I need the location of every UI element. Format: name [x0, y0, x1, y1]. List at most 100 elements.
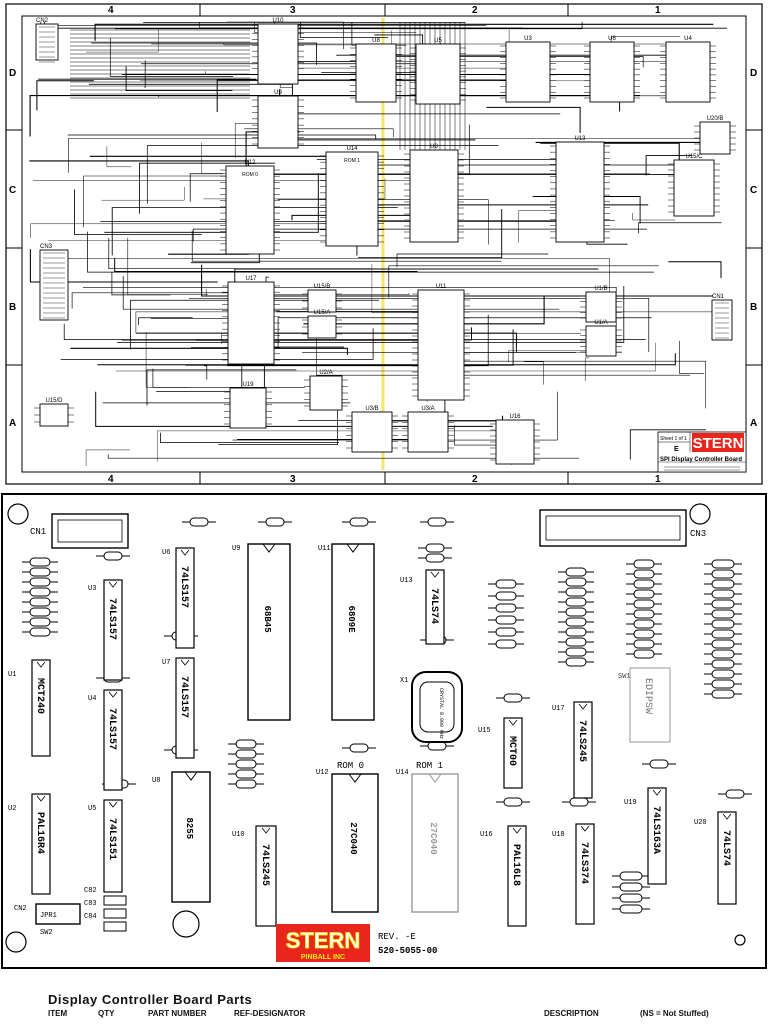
- board-chip-ref: U8: [152, 777, 160, 785]
- board-chip-ref: U16: [480, 831, 493, 839]
- row-label-left: B: [9, 302, 16, 313]
- board-chip-part: 74LS245: [576, 720, 587, 762]
- schematic-trace: [115, 342, 656, 372]
- schematic-trace: [226, 21, 344, 49]
- col-label-bottom: 2: [472, 474, 478, 485]
- schematic-chip-ref: U15/C: [685, 154, 703, 160]
- schematic-trace: [227, 314, 489, 367]
- schematic-trace: [146, 145, 499, 204]
- board-chip-ref: U7: [162, 659, 170, 667]
- board-capacitor: [558, 657, 594, 667]
- schematic-trace: [277, 317, 652, 347]
- schematic-trace: [303, 295, 545, 325]
- row-label-left: A: [9, 418, 16, 429]
- schematic-trace: [117, 286, 625, 343]
- board-chip-part: PAL16R4: [34, 812, 45, 854]
- c83-label: C83: [84, 900, 97, 908]
- rom0-label: ROM 0: [337, 761, 364, 771]
- mount-hole: [689, 503, 711, 525]
- schematic-trace: [125, 66, 233, 92]
- schematic-chip-ref: U15/D: [45, 398, 63, 404]
- schematic-trace: [205, 289, 324, 297]
- col-part-number: PART NUMBER: [148, 1009, 207, 1018]
- board-chip-part: 74LS163A: [650, 806, 661, 854]
- schematic-chip-ref: U17: [245, 276, 257, 282]
- col-qty: QTY: [98, 1009, 115, 1018]
- schematic-trace: [201, 264, 713, 297]
- board-capacitor: [488, 639, 524, 649]
- stern-logo-text: STERN: [286, 928, 361, 953]
- board-capacitor: [718, 789, 752, 799]
- schematic-trace: [299, 22, 389, 38]
- schematic-trace: [645, 155, 693, 176]
- schematic-trace: [201, 142, 650, 174]
- board-chip-ref: U12: [316, 769, 329, 777]
- schematic-trace: [135, 311, 722, 334]
- schematic-chip: U3/A: [402, 406, 454, 453]
- board-capacitor: [704, 639, 742, 649]
- schematic-trace: [67, 134, 377, 139]
- board-chip-part: 74LS157: [106, 708, 117, 750]
- schematic-trace: [291, 214, 449, 221]
- schematic-trace: [42, 258, 610, 300]
- board-capacitor: [704, 589, 742, 599]
- schematic-chip: U17: [222, 276, 280, 365]
- schematic-chip-ref: U3/A: [421, 406, 434, 412]
- col-label-top: 3: [290, 5, 296, 16]
- board-chips: U1MCT240U2PAL16R4U374LS157U474LS157U574L…: [8, 543, 737, 927]
- board-capacitor: [342, 517, 376, 527]
- board-chip-part: 68B45: [262, 606, 272, 633]
- schematic-chip: U6: [584, 36, 640, 103]
- schematic-chip: U19: [224, 382, 272, 429]
- board-capacitor: [558, 567, 594, 577]
- board-chip-ref: U19: [624, 799, 637, 807]
- schematic-connector-ref: CN2: [36, 18, 49, 24]
- schematic-chip-ref: U6: [608, 36, 616, 42]
- board-chip-ref: U4: [88, 695, 96, 703]
- schematic-trace: [632, 212, 676, 221]
- schematic-chip: U15/C: [668, 154, 720, 217]
- board-capacitor: [22, 617, 58, 627]
- board-capacitor: [558, 577, 594, 587]
- board-capacitor: [558, 627, 594, 637]
- schematic-trace: [191, 230, 502, 262]
- schematic-trace: [68, 138, 717, 173]
- board-capacitor: [626, 599, 662, 609]
- board-capacitor: [612, 882, 650, 892]
- schematic-trace: [109, 37, 234, 77]
- board-chip-ref: U6: [162, 549, 170, 557]
- schematic-chip-ref: U3/B: [365, 406, 378, 412]
- schematic-chip-ref: U19: [242, 382, 254, 388]
- crystal-ref: X1: [400, 677, 408, 685]
- board-capacitor: [612, 893, 650, 903]
- schematic-trace: [74, 189, 202, 235]
- schematic-chip: U3: [500, 36, 556, 103]
- schematic-trace: [223, 43, 374, 46]
- board-chip-part: 74LS74: [720, 830, 731, 866]
- board-capacitor: [626, 649, 662, 659]
- board-capacitor: [228, 759, 264, 769]
- mount-hole: [7, 503, 29, 525]
- schematic-connector: CN1: [711, 294, 733, 341]
- schematic-trace: [486, 106, 581, 133]
- board-capacitor: [22, 597, 58, 607]
- schematic-brand: STERN: [693, 435, 744, 452]
- board-capacitor: [228, 779, 264, 789]
- schematic-chip-ref: U20/B: [707, 116, 724, 122]
- board-capacitor: [558, 597, 594, 607]
- board-chip-part: 8255: [184, 818, 194, 840]
- parts-list-header: Display Controller Board Parts ITEM QTY …: [48, 992, 768, 1024]
- schematic-trace: [127, 237, 208, 295]
- row-label-left: C: [9, 185, 16, 196]
- schematic-chip-value: ROM 0: [242, 172, 258, 178]
- schematic-trace: [139, 162, 275, 214]
- board-capacitor: [704, 579, 742, 589]
- col-ref-designator: REF-DESIGNATOR: [234, 1009, 306, 1018]
- board-capacitor: [626, 629, 662, 639]
